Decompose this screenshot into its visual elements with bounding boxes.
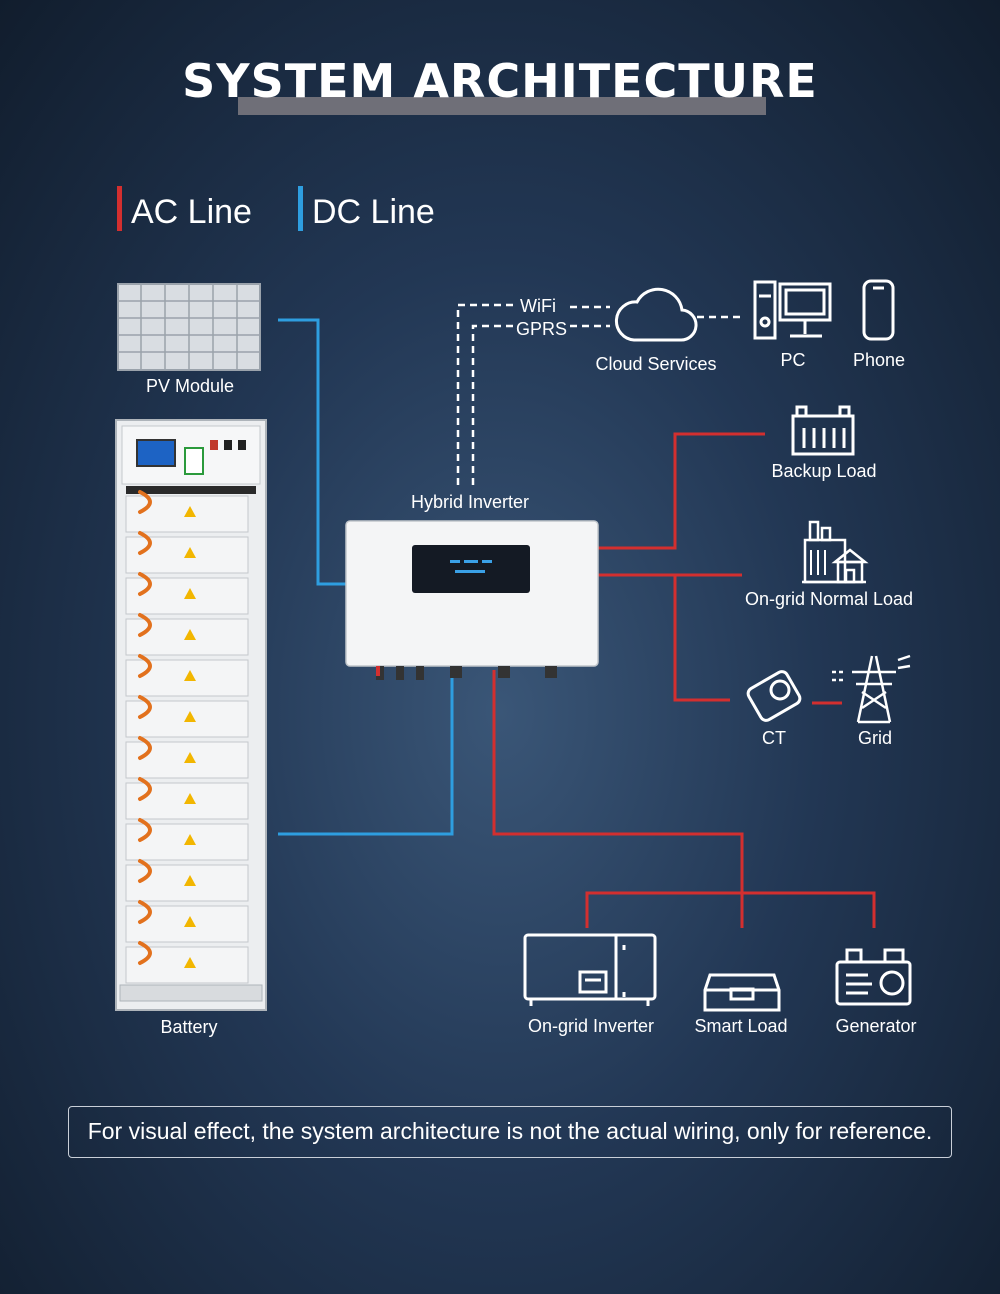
ac-line-legend-label: AC Line (131, 193, 252, 231)
dc-line-legend-label: DC Line (312, 193, 435, 231)
battery-rack-icon (115, 419, 267, 1011)
ac-line-legend-mark (117, 186, 122, 231)
battery-label: Battery (160, 1017, 218, 1037)
backup-load-icon (791, 405, 855, 456)
backup-load-label: Backup Load (771, 461, 877, 481)
gprs-label: GPRS (516, 319, 568, 339)
pc-label: PC (780, 350, 806, 370)
smart-load-label: Smart Load (694, 1016, 788, 1036)
cloud-services-label: Cloud Services (595, 354, 717, 374)
grid-tower-icon (832, 654, 911, 724)
solar-panel-icon (117, 283, 261, 371)
cloud-icon (614, 287, 698, 342)
grid-label: Grid (857, 728, 892, 748)
generator-icon (835, 948, 912, 1006)
ongrid-normal-load-label: On-grid Normal Load (744, 589, 914, 609)
phone-label: Phone (852, 350, 906, 370)
phone-icon (862, 279, 895, 341)
pc-icon (753, 280, 832, 340)
smart-load-icon (703, 973, 781, 1012)
comm-lines (456, 303, 745, 485)
disclaimer-text: For visual effect, the system architectu… (87, 1118, 933, 1144)
ct-label: CT (762, 728, 786, 748)
dc-line-legend-mark (298, 186, 303, 231)
ct-clamp-icon (746, 670, 802, 722)
generator-label: Generator (835, 1016, 917, 1036)
wifi-label: WiFi (520, 296, 556, 316)
hybrid-inverter-label: Hybrid Inverter (410, 492, 530, 512)
ac-lines (492, 432, 876, 928)
disclaimer-box (68, 1106, 952, 1158)
hybrid-inverter-icon (345, 520, 599, 680)
ongrid-inverter-icon (523, 933, 657, 1006)
title-underline (238, 97, 766, 115)
page-title: SYSTEM ARCHITECTURE (182, 54, 818, 108)
ongrid-inverter-label: On-grid Inverter (527, 1016, 655, 1036)
factory-house-icon (802, 520, 869, 584)
pv-module-label: PV Module (145, 376, 235, 396)
dc-lines (278, 318, 454, 836)
